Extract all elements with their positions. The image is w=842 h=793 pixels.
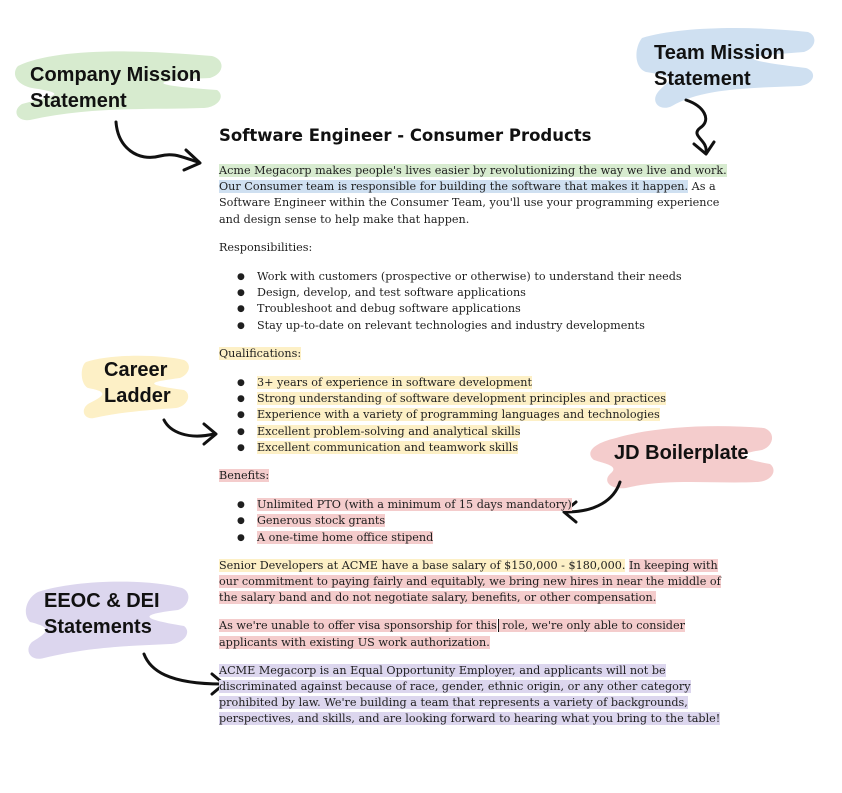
intro-rest-text: As a Software Engineer within the Consum… [219, 180, 720, 226]
eeoc-text: ACME Megacorp is an Equal Opportunity Em… [219, 663, 721, 726]
benefits-heading-text: Benefits: [219, 469, 270, 483]
list-item: Excellent communication and teamwork ski… [219, 440, 739, 456]
list-item: A one-time home office stipend [219, 530, 739, 546]
eeoc-dei-callout: EEOC & DEI Statements [44, 590, 160, 638]
list-item: Stay up-to-date on relevant technologies… [219, 318, 739, 334]
visa-paragraph: As we're unable to offer visa sponsorshi… [219, 618, 739, 650]
salary-level-text: Senior Developers at ACME have a base sa… [219, 558, 626, 572]
list-item: Troubleshoot and debug software applicat… [219, 301, 739, 317]
responsibilities-heading: Responsibilities: [219, 240, 313, 254]
list-item: Strong understanding of software develop… [219, 391, 739, 408]
list-item: Unlimited PTO (with a minimum of 15 days… [219, 497, 739, 514]
blue-brush-blob [636, 28, 815, 108]
qualification-text: Experience with a variety of programming… [257, 408, 660, 422]
company-mission-text: Acme Megacorp makes people's lives easie… [219, 164, 727, 177]
list-item: Generous stock grants [219, 513, 739, 530]
benefit-text: A one-time home office stipend [257, 530, 434, 544]
salary-paragraph: Senior Developers at ACME have a base sa… [219, 558, 739, 607]
benefit-text: Unlimited PTO (with a minimum of 15 days… [257, 498, 572, 512]
responsibilities-list: Work with customers (prospective or othe… [219, 269, 739, 334]
qualification-text: Strong understanding of software develop… [257, 392, 667, 406]
list-item: Design, develop, and test software appli… [219, 285, 739, 301]
salary-policy-text: In keeping with our commitment to paying… [219, 558, 721, 605]
intro-paragraph: Acme Megacorp makes people's lives easie… [219, 163, 739, 228]
benefits-list: Unlimited PTO (with a minimum of 15 days… [219, 497, 739, 546]
purple-brush-blob [25, 581, 189, 659]
list-item: Experience with a variety of programming… [219, 407, 739, 424]
list-item: Work with customers (prospective or othe… [219, 269, 739, 285]
company-mission-callout: Company Mission Statement [30, 64, 202, 112]
team-mission-text: Our Consumer team is responsible for bui… [219, 180, 689, 194]
yellow-brush-blob [81, 355, 189, 419]
qualifications-heading: Qualifications: [219, 346, 739, 362]
career-ladder-arrow-icon [162, 418, 218, 446]
benefits-heading: Benefits: [219, 468, 739, 484]
benefit-text: Generous stock grants [257, 514, 386, 528]
green-brush-blob [14, 51, 222, 121]
qualifications-list: 3+ years of experience in software devel… [219, 375, 739, 456]
visa-text-a: As we're unable to offer visa sponsorshi… [219, 619, 497, 633]
team-mission-callout: Team Mission Statement [654, 42, 785, 90]
list-item: Excellent problem-solving and analytical… [219, 424, 739, 440]
job-description: Software Engineer - Consumer Products Ac… [219, 126, 739, 740]
qualification-text: 3+ years of experience in software devel… [257, 376, 532, 390]
job-title: Software Engineer - Consumer Products [219, 126, 592, 145]
company-mission-arrow-icon [114, 120, 202, 172]
qualification-text: Excellent problem-solving and analytical… [257, 424, 521, 438]
eeoc-paragraph: ACME Megacorp is an Equal Opportunity Em… [219, 663, 739, 728]
team-mission-arrow-icon [684, 98, 716, 156]
qualifications-heading-text: Qualifications: [219, 346, 302, 360]
career-ladder-callout: Career Ladder [104, 359, 171, 407]
list-item: 3+ years of experience in software devel… [219, 375, 739, 391]
qualification-text: Excellent communication and teamwork ski… [257, 440, 519, 454]
